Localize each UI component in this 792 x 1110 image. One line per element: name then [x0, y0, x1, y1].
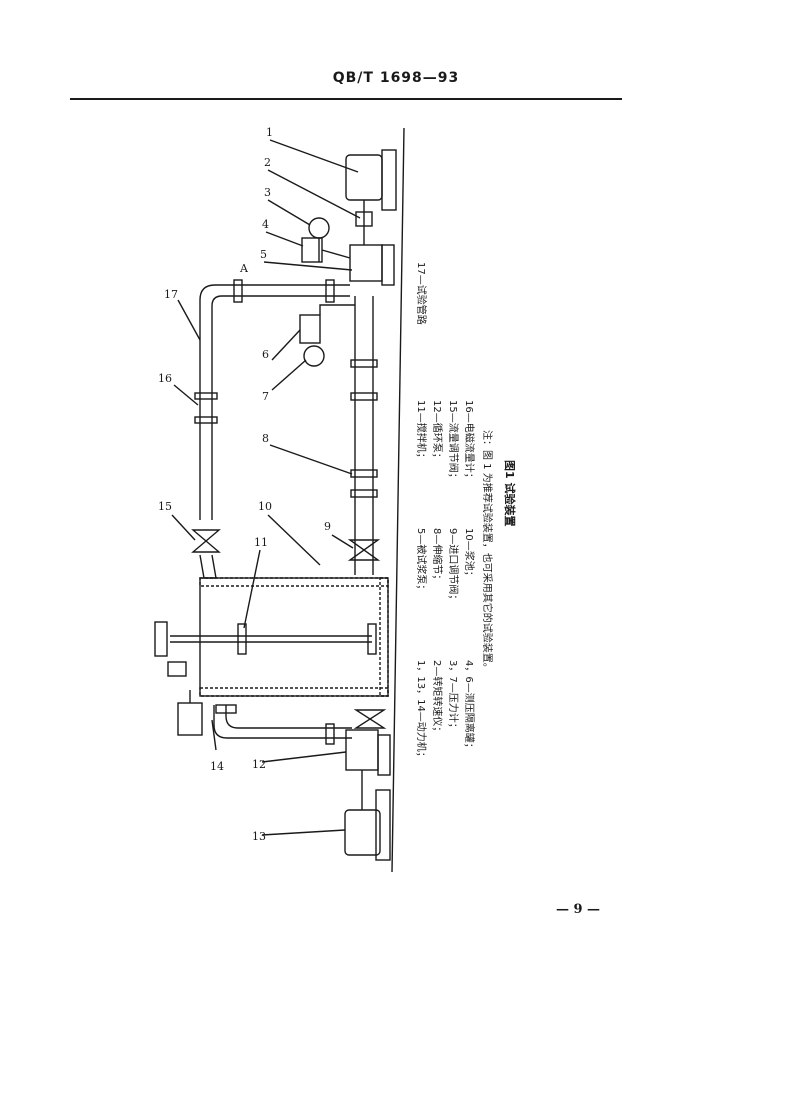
label-14: 14	[210, 760, 224, 773]
slurry-tank-10	[199, 577, 389, 697]
label-4: 4	[262, 218, 269, 231]
legend-col3-item-2: 12—循环泵；	[431, 400, 444, 463]
inlet-valve-9	[347, 539, 381, 561]
legend-col1-item-3: 3，7—压力计；	[447, 660, 460, 733]
label-16: 16	[158, 372, 172, 385]
legend-col1-item-1: 1，13，14—动力机；	[415, 660, 428, 762]
test-pump-5	[349, 244, 383, 282]
label-7: 7	[262, 390, 269, 403]
figure-note: 注：图 1 为推荐试验装置，也可采用其它的试验装置。	[481, 430, 494, 673]
document-code-header: QB/T 1698—93	[332, 70, 460, 86]
label-3: 3	[264, 186, 271, 199]
label-8: 8	[262, 432, 269, 445]
legend-col1-item-2: 2—转矩转速仪；	[431, 660, 444, 736]
figure-caption: 图1 试验装置	[503, 460, 517, 526]
legend-col2-item-2: 8—伸缩节；	[431, 528, 444, 584]
label-9: 9	[324, 520, 331, 533]
torque-meter-2	[355, 211, 373, 227]
legend-col3-item-3: 15—流量调节阀；	[447, 400, 460, 483]
pump-5-base	[381, 244, 395, 286]
pump-12-base	[377, 734, 391, 776]
test-pipe-17	[199, 284, 350, 520]
flow-meter-16	[194, 392, 218, 400]
ground-line	[391, 127, 405, 873]
label-2: 2	[264, 156, 271, 169]
label-11: 11	[254, 536, 268, 549]
pressure-gauge-7	[303, 345, 325, 367]
legend-col3-item-4: 16—电磁流量计；	[463, 400, 476, 483]
label-10: 10	[258, 500, 272, 513]
circulation-pump-12	[345, 729, 379, 771]
label-17: 17	[164, 288, 178, 301]
legend-col2-item-4: 10—浆池；	[463, 528, 476, 581]
motor-14	[177, 702, 203, 736]
legend-col2-item-1: 5—被试浆泵；	[415, 528, 428, 594]
legend-col3-item-1: 11—搅拌机；	[415, 400, 428, 463]
label-13: 13	[252, 830, 266, 843]
label-6: 6	[262, 348, 269, 361]
motor-13	[344, 809, 381, 856]
motor-1	[345, 154, 383, 201]
motor-1-base	[381, 149, 397, 211]
pressure-gauge-3	[308, 217, 330, 239]
label-15: 15	[158, 500, 172, 513]
legend-col2-item-3: 9—进口调节阀；	[447, 528, 460, 604]
label-12: 12	[252, 758, 266, 771]
flow-valve-15	[191, 529, 221, 553]
motor-13-base	[375, 789, 391, 861]
label-1: 1	[266, 126, 273, 139]
arrow-label-a: A	[239, 262, 249, 275]
page-number: — 9 —	[555, 902, 601, 917]
legend-col1-item-4: 4，6—测压隔离罐；	[463, 660, 476, 753]
label-5: 5	[260, 248, 267, 261]
header-rule	[70, 98, 622, 100]
pipe-label: 17—试验管路	[415, 262, 428, 325]
